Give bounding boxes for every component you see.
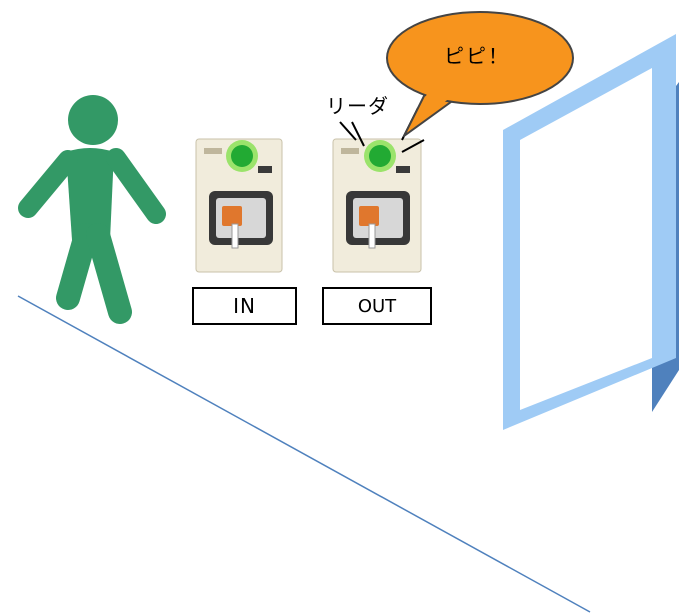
- floor-line: [17, 295, 591, 613]
- walking-person-icon: [18, 95, 166, 324]
- beep-text: ピピ！: [444, 44, 510, 68]
- card-reader-icon: [195, 138, 283, 273]
- speech-bubble-icon: [386, 11, 574, 137]
- card-reader-icon: [332, 138, 422, 273]
- in-label-text: IN: [233, 294, 256, 318]
- in-label: IN: [192, 287, 297, 325]
- door-icon: [503, 34, 679, 430]
- reader-label: リーダ: [326, 94, 389, 118]
- out-label: OUT: [322, 287, 432, 325]
- door-frame: [503, 34, 676, 430]
- out-label-text: OUT: [357, 295, 397, 317]
